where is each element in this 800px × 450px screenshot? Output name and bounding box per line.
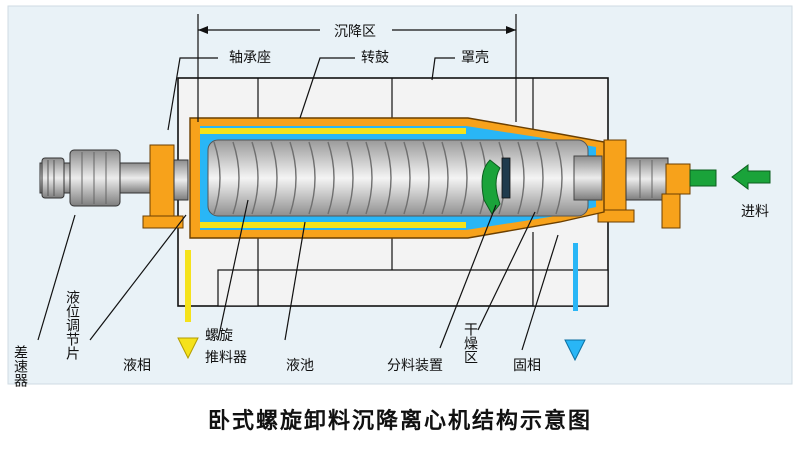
distributor (481, 157, 511, 215)
left-bearing-seat (142, 144, 189, 229)
screw-flight (441, 141, 449, 215)
label-screw-pusher-line2: 推料器 (205, 350, 247, 366)
label-solid-phase: 固相 (513, 358, 541, 374)
diagram-title: 卧式螺旋卸料沉降离心机结构示意图 (208, 408, 592, 434)
leader-lines (37, 57, 559, 351)
liquid-outlet-stream (185, 250, 191, 322)
label-liquid-phase: 液相 (123, 358, 151, 374)
screw-flight (232, 141, 240, 215)
feed-arrow (731, 164, 771, 190)
label-housing: 罩壳 (461, 49, 489, 66)
right-bearing-seat (597, 139, 717, 229)
screw-flight (460, 141, 468, 215)
screw-flight (251, 141, 259, 215)
screw-flight (327, 141, 335, 215)
solid-outlet-stream (573, 243, 578, 311)
screw-flight (536, 141, 544, 215)
label-differential: 差速器 (12, 345, 28, 387)
screw-flight (270, 141, 278, 215)
screw-flight (517, 141, 525, 215)
screw-flight (346, 141, 354, 215)
label-liquid-pool: 液池 (286, 358, 314, 374)
screw-flight (308, 141, 316, 215)
liquid-layer-top (200, 128, 466, 134)
liquid-layer-bottom (200, 222, 466, 228)
screw-flight (289, 141, 297, 215)
settling-zone-dimension (197, 14, 517, 122)
feed-pipe-flange (665, 163, 691, 195)
screw-flight (555, 141, 563, 215)
label-bowl: 转鼓 (361, 50, 389, 66)
label-drying-zone: 干燥区 (462, 322, 478, 364)
label-feed: 进料 (741, 204, 769, 220)
differential-body (69, 149, 121, 207)
screw-flight (403, 141, 411, 215)
label-settling-zone: 沉降区 (334, 24, 376, 40)
screw-pusher (207, 139, 603, 217)
screw-hub (207, 139, 589, 217)
differential-assembly (39, 149, 169, 207)
label-level-adjust-plate: 液位调节片 (64, 290, 80, 360)
screw-flight (422, 141, 430, 215)
liquid-phase-arrow (177, 337, 199, 360)
feed-pipe (689, 169, 717, 187)
label-distributor: 分料装置 (387, 358, 443, 374)
screw-flight (365, 141, 373, 215)
feed-flow-arrow (481, 159, 501, 215)
label-bearing-seat: 轴承座 (229, 50, 271, 66)
label-screw-pusher-line1: 螺旋 (205, 328, 233, 344)
solid-phase-arrow (564, 339, 586, 362)
screw-flight (384, 141, 392, 215)
screw-flight (213, 141, 221, 215)
